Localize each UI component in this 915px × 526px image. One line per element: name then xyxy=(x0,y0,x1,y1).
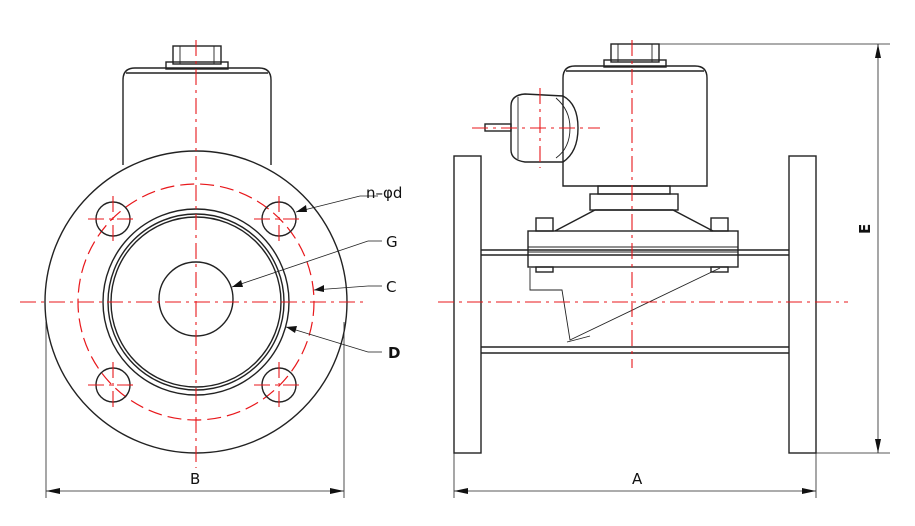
dimension-e xyxy=(659,43,890,454)
label-b: B xyxy=(190,470,200,488)
side-coil-housing xyxy=(562,65,708,187)
front-leaders xyxy=(231,195,382,353)
label-c: C xyxy=(386,278,396,296)
label-d: D xyxy=(388,344,400,362)
dimension-b xyxy=(45,322,345,498)
side-flange-left xyxy=(453,155,482,454)
side-flange-right xyxy=(788,155,817,454)
label-a: A xyxy=(632,470,643,488)
label-bolt-holes: n–φd xyxy=(366,184,402,202)
dimension-a xyxy=(453,453,817,498)
front-view: n–φd G C D B xyxy=(20,40,402,498)
side-connector xyxy=(510,93,579,163)
label-e: E xyxy=(856,224,874,234)
side-view: A E xyxy=(438,40,890,498)
side-bonnet xyxy=(527,230,739,268)
label-g: G xyxy=(386,233,398,251)
front-coil-housing xyxy=(122,45,272,165)
front-bolt-holes xyxy=(88,196,304,408)
